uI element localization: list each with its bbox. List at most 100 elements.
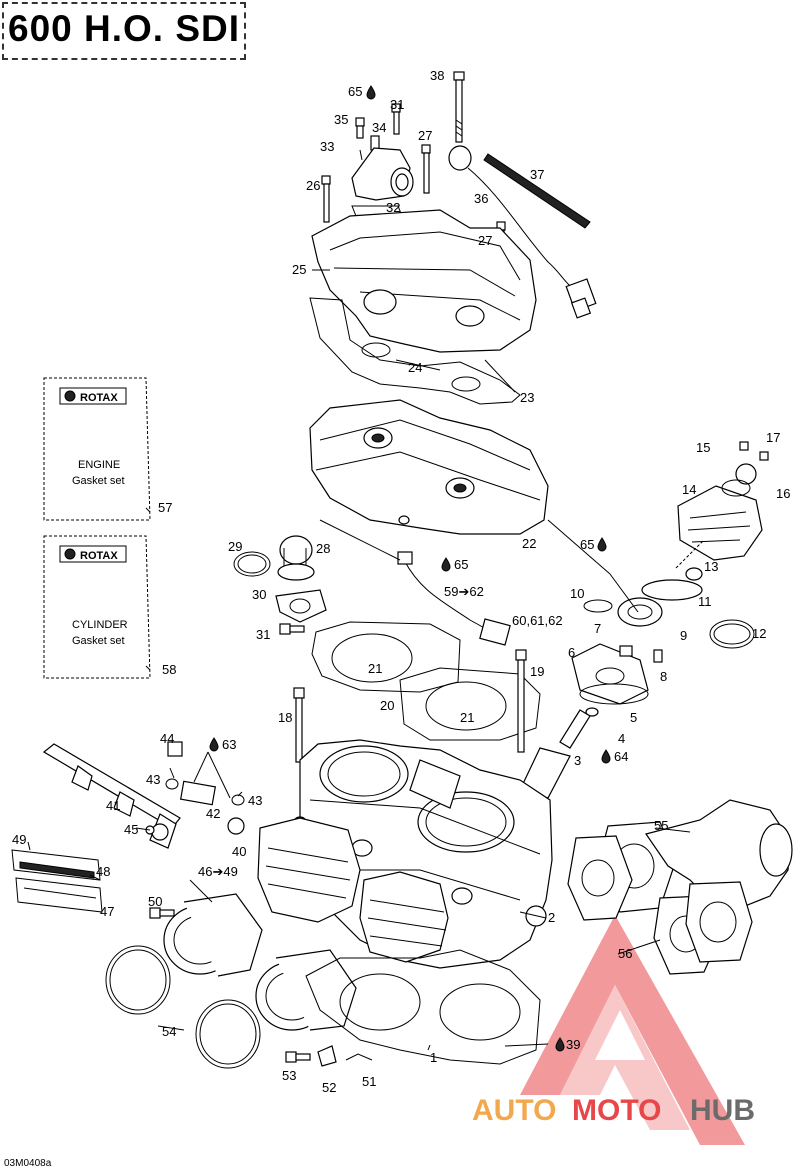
callout-33: 33: [320, 139, 334, 154]
drop-icon: [597, 537, 607, 552]
drop-icon: [209, 737, 219, 752]
callout-65a: 65: [348, 84, 362, 99]
drop-icon: [555, 1037, 565, 1052]
callout-11: 11: [698, 594, 712, 609]
drop-icon: [601, 749, 611, 764]
drop-icon: [441, 557, 451, 572]
cylinder-box-line1: CYLINDER: [72, 619, 128, 631]
callout-5: 5: [630, 710, 637, 725]
callout-60: 60,61,62: [512, 613, 563, 628]
callout-65b: 65: [454, 557, 468, 572]
callout-labels: 1 2 3 4 5 6 7 8 9 10 11 12 13 14 15 16 1…: [12, 68, 790, 1095]
callout-1: 1: [430, 1050, 437, 1065]
callout-21a: 21: [368, 661, 382, 676]
callout-9: 9: [680, 628, 687, 643]
callout-35: 35: [334, 112, 348, 127]
rave-valve-parts: [519, 441, 769, 799]
fuel-rail: [42, 741, 245, 849]
callout-34: 34: [372, 120, 386, 135]
watermark-wordmark: AUTO MOTO HUB: [472, 1094, 755, 1127]
drop-icons: [209, 85, 611, 1052]
title-frame: [2, 2, 246, 60]
callout-28: 28: [316, 541, 330, 556]
callout-32: 32: [386, 200, 400, 215]
watermark-logo: [520, 915, 745, 1145]
callout-31b: 31: [256, 627, 270, 642]
cylinder-head: [309, 399, 549, 646]
callout-23: 23: [520, 390, 534, 405]
callout-49: 49: [12, 832, 26, 847]
intake-manifolds: [105, 817, 449, 1069]
cylinder-box-line2: Gasket set: [72, 635, 125, 647]
exhaust-manifold: [567, 799, 793, 975]
callout-24: 24: [408, 360, 422, 375]
callout-55: 55: [654, 818, 668, 833]
callout-43a: 43: [146, 772, 160, 787]
callout-7: 7: [594, 621, 601, 636]
cylinder-gasket-box: ROTAX CYLINDER Gasket set 58: [72, 550, 176, 677]
thermostat-parts: [233, 535, 327, 635]
callout-48: 48: [96, 864, 110, 879]
callout-63: 63: [222, 737, 236, 752]
callout-31a: 31: [390, 97, 404, 112]
callout-18: 18: [278, 710, 292, 725]
callout-38: 38: [430, 68, 444, 83]
callout-21b: 21: [460, 710, 474, 725]
gasket-set-boxes: [43, 377, 151, 679]
callout-39: 39: [566, 1037, 580, 1052]
callout-3: 3: [574, 753, 581, 768]
reed-parts: [11, 849, 103, 913]
callout-42: 42: [206, 806, 220, 821]
callout-45: 45: [124, 822, 138, 837]
callout-46: 46➔49: [198, 864, 238, 879]
cylinder-box-brand: ROTAX: [80, 550, 118, 562]
callout-40: 40: [232, 844, 246, 859]
callout-19: 19: [530, 664, 544, 679]
callout-22: 22: [522, 536, 536, 551]
callout-59: 59➔62: [444, 584, 484, 599]
callout-13: 13: [704, 559, 718, 574]
watermark-part1: AUTO: [472, 1094, 556, 1127]
callout-64: 64: [614, 749, 628, 764]
callout-20: 20: [380, 698, 394, 713]
head-cover-assembly: [309, 71, 597, 405]
callout-50: 50: [148, 894, 162, 909]
callout-6: 6: [568, 645, 575, 660]
callout-29: 29: [228, 539, 242, 554]
diagram-title: 600 H.O. SDI: [8, 8, 241, 49]
callout-10: 10: [570, 586, 584, 601]
callout-43b: 43: [248, 793, 262, 808]
callout-36: 36: [474, 191, 488, 206]
callout-15: 15: [696, 440, 710, 455]
callout-26: 26: [306, 178, 320, 193]
watermark-part2: MOTO: [572, 1094, 661, 1127]
callout-56: 56: [618, 946, 632, 961]
callout-30: 30: [252, 587, 266, 602]
base-gasket: [305, 949, 541, 1065]
callout-25: 25: [292, 262, 306, 277]
callout-16: 16: [776, 486, 790, 501]
callout-65c: 65: [580, 537, 594, 552]
callout-37: 37: [530, 167, 544, 182]
callout-14: 14: [682, 482, 696, 497]
watermark-part3: HUB: [690, 1094, 755, 1127]
callout-8: 8: [660, 669, 667, 684]
engine-gasket-box: ROTAX ENGINE Gasket set 57: [72, 392, 172, 515]
callout-52: 52: [322, 1080, 336, 1095]
callout-12: 12: [752, 626, 766, 641]
callout-27b: 27: [478, 233, 492, 248]
callout-4: 4: [618, 731, 625, 746]
callout-58: 58: [162, 662, 176, 677]
callout-57: 57: [158, 500, 172, 515]
engine-box-line1: ENGINE: [78, 459, 120, 471]
base-gaskets: [293, 621, 541, 763]
callout-41: 41: [106, 798, 120, 813]
figure-code: 03M0408a: [4, 1158, 52, 1169]
engine-box-line2: Gasket set: [72, 475, 125, 487]
drop-icon: [366, 85, 376, 100]
leader-lines: [27, 507, 549, 1051]
callout-47: 47: [100, 904, 114, 919]
callout-2: 2: [548, 910, 555, 925]
callout-27a: 27: [418, 128, 432, 143]
